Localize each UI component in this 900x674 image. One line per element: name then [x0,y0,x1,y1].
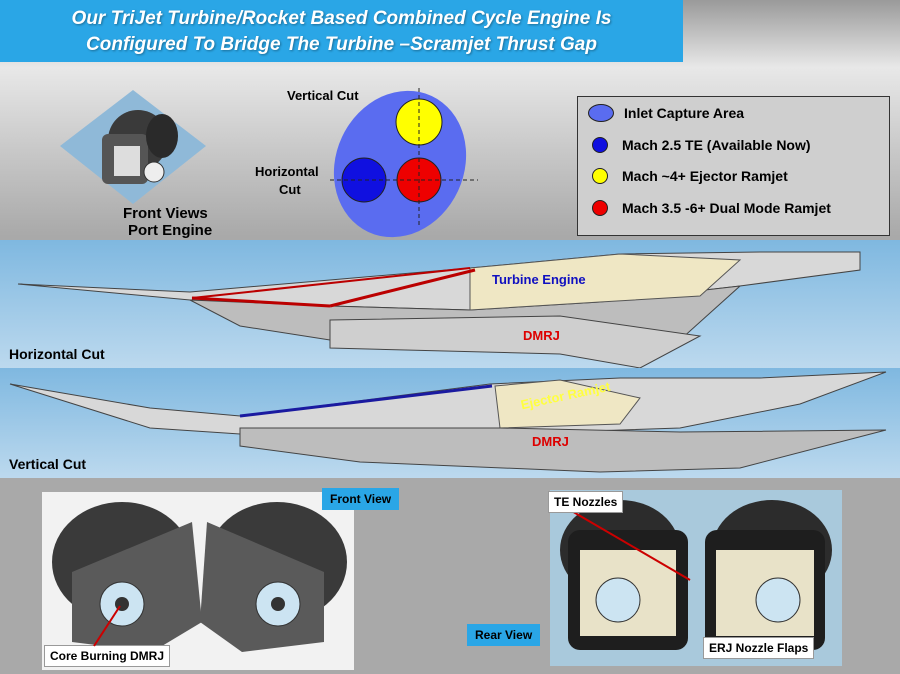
yellow-dot-icon [592,168,608,184]
legend-label: Mach 3.5 -6+ Dual Mode Ramjet [622,200,831,216]
legend-item-inlet: Inlet Capture Area [588,101,744,125]
horizontal-cut-marker-2: Cut [279,182,301,197]
legend-item-ejector: Mach ~4+ Ejector Ramjet [592,164,788,188]
te-nozzles-tag: TE Nozzles [548,491,624,513]
rear-view-tag: Rear View [467,624,541,646]
front-view-engine-image [60,90,206,204]
front-views-label: Front Views [123,205,208,222]
legend-label: Mach 2.5 TE (Available Now) [622,137,811,153]
legend-item-dmrj: Mach 3.5 -6+ Dual Mode Ramjet [592,196,831,220]
front-view-image [42,492,354,670]
inlet-swatch-icon [588,104,614,122]
vertical-cut-engine-image [9,371,887,473]
front-view-tag: Front View [322,488,400,510]
horizontal-cut-marker-1: Horizontal [255,164,319,179]
red-dot-icon [592,200,608,216]
title-line-1: Our TriJet Turbine/Rocket Based Combined… [71,8,612,29]
port-engine-label: Port Engine [128,222,213,239]
core-burning-tag: Core Burning DMRJ [44,645,170,667]
horizontal-cut-label: Horizontal Cut [9,346,105,362]
title-line-2: Configured To Bridge The Turbine –Scramj… [86,34,597,55]
title-banner: Our TriJet Turbine/Rocket Based Combined… [0,0,683,62]
legend: Inlet Capture Area Mach 2.5 TE (Availabl… [577,96,890,236]
rear-view-image [550,490,842,666]
dmrj-label-horizontal: DMRJ [523,328,560,343]
horizontal-cut-engine-image [17,251,861,368]
erj-flaps-tag: ERJ Nozzle Flaps [703,637,815,659]
vertical-cut-label: Vertical Cut [9,456,87,472]
vertical-cut-marker: Vertical Cut [287,88,359,103]
turbine-engine-label: Turbine Engine [492,272,586,287]
dmrj-label-vertical: DMRJ [532,434,569,449]
legend-label: Inlet Capture Area [624,105,745,121]
blue-dot-icon [592,137,608,153]
arrow-icon [93,605,121,647]
inlet-capture-diagram [330,88,478,238]
legend-label: Mach ~4+ Ejector Ramjet [622,168,788,184]
legend-item-te: Mach 2.5 TE (Available Now) [592,133,811,157]
